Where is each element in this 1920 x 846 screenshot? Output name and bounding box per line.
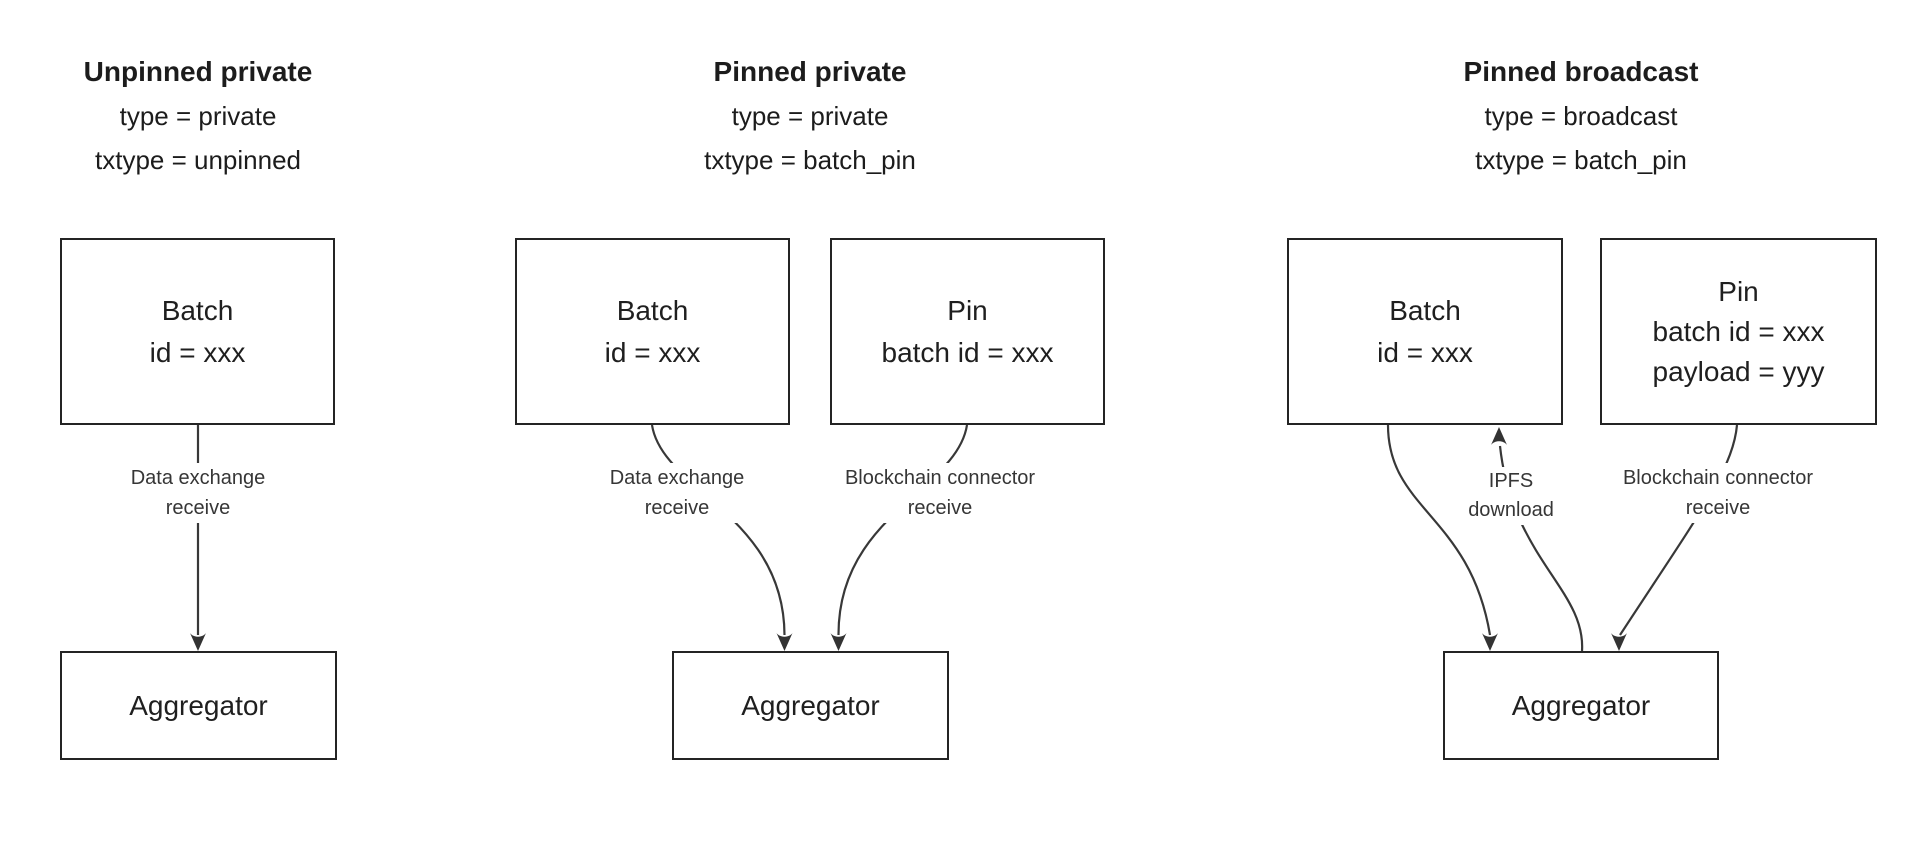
node-p2-batch-line2: id = xxx [604,336,701,368]
node-p3-pin-line2: batch id = xxx [1652,315,1825,347]
node-p2-aggregator: Aggregator [672,651,949,760]
edge-label-p3-ipfs-download: IPFS download [1463,467,1559,525]
panel2-title: Pinned private [713,56,907,87]
panel2-title-block: Pinned private type = private txtype = b… [510,50,1110,182]
arrowhead-p1-batch-to-aggregator [190,633,206,651]
arrowhead-p3-batch-to-aggregator [1482,633,1498,651]
panel3-title: Pinned broadcast [1463,56,1699,87]
edge-p3-pin-to-aggregator [1619,424,1739,636]
edge-label-p2-data-exchange-receive: Data exchange receive [604,463,750,523]
arrowhead-p2-pin-to-aggregator [830,633,847,651]
edge-p2-batch-to-aggregator [650,424,786,636]
node-p1-batch: Batch id = xxx [60,238,335,425]
edge-label-p3-blockchain-connector-receive: Blockchain connector receive [1617,463,1819,523]
node-p3-batch: Batch id = xxx [1287,238,1563,425]
node-p1-aggregator-label: Aggregator [129,689,268,721]
node-p1-batch-line1: Batch [161,294,234,326]
node-p3-aggregator: Aggregator [1443,651,1719,760]
panel1-subtitle-2: txtype = unpinned [95,145,301,175]
panel3-title-block: Pinned broadcast type = broadcast txtype… [1281,50,1881,182]
node-p2-pin-line1: Pin [947,294,988,326]
node-p2-pin: Pin batch id = xxx [830,238,1105,425]
edge-label-p2-blockchain-connector-receive: Blockchain connector receive [839,463,1041,523]
panel3-subtitle-1: type = broadcast [1484,101,1678,131]
edge-label-p1-data-exchange-receive: Data exchange receive [125,463,271,523]
panel2-subtitle-1: type = private [731,101,889,131]
node-p3-batch-line2: id = xxx [1377,336,1473,368]
panel1-subtitle-1: type = private [119,101,277,131]
node-p3-pin-line3: payload = yyy [1652,355,1825,387]
arrowhead-p3-aggregator-to-batch [1491,427,1507,445]
arrowhead-p2-batch-to-aggregator [776,633,793,651]
arrowhead-p3-pin-to-aggregator [1611,633,1627,651]
edge-p2-pin-to-aggregator [837,424,969,636]
edge-p3-batch-to-aggregator [1386,424,1492,636]
panel3-subtitle-2: txtype = batch_pin [1475,145,1687,175]
node-p2-batch-line1: Batch [616,294,689,326]
node-p1-batch-line2: id = xxx [149,336,246,368]
node-p3-aggregator-label: Aggregator [1511,689,1651,721]
node-p3-pin-line1: Pin [1718,275,1759,307]
panel1-title-block: Unpinned private type = private txtype =… [0,50,498,182]
node-p3-pin: Pin batch id = xxx payload = yyy [1600,238,1877,425]
panel2-subtitle-2: txtype = batch_pin [704,145,916,175]
panel1-title: Unpinned private [83,56,313,87]
node-p2-pin-line2: batch id = xxx [881,336,1054,368]
node-p1-aggregator: Aggregator [60,651,337,760]
node-p2-aggregator-label: Aggregator [741,689,880,721]
node-p2-batch: Batch id = xxx [515,238,790,425]
node-p3-batch-line1: Batch [1389,294,1461,326]
